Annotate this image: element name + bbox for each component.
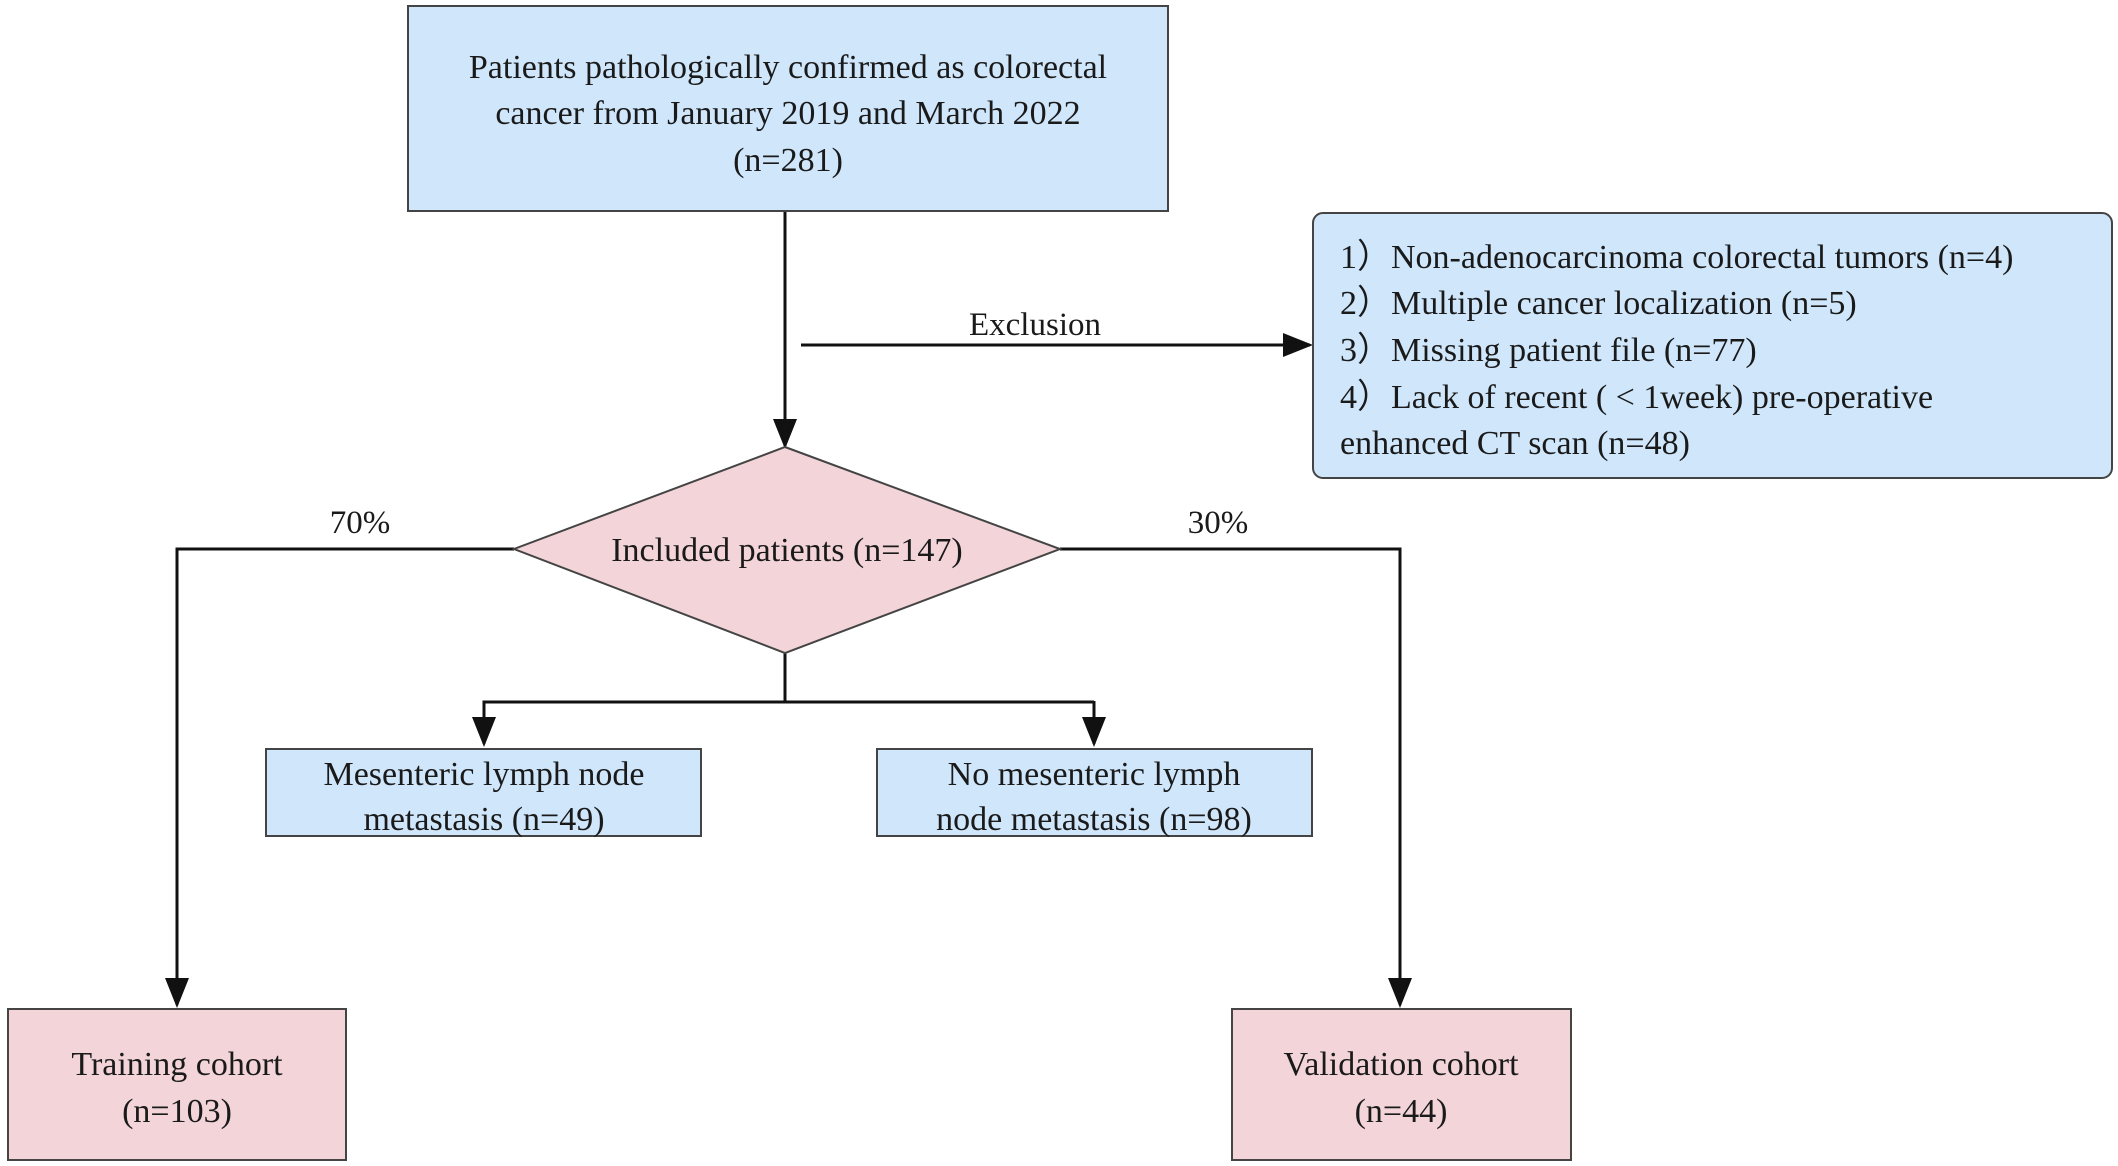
source-line-1: Patients pathologically confirmed as col… [469, 49, 1107, 86]
included-diamond: Included patients (n=147) [511, 445, 1063, 655]
source-box-shape [407, 5, 1169, 212]
split-connector [482, 653, 787, 744]
training-cohort-count: (n=103) [122, 1093, 232, 1130]
mln-negative-box: No mesenteric lymph node metastasis (n=9… [876, 748, 1313, 838]
exclusion-item-2: 2）Multiple cancer localization (n=5) [1340, 284, 1857, 322]
validation-cohort-count: (n=44) [1355, 1093, 1448, 1130]
left-split-label: 70% [330, 505, 391, 541]
exclusion-box: 1）Non-adenocarcinoma colorectal tumors (… [1312, 212, 2113, 479]
arrow-to-validation [1060, 547, 1412, 1008]
exclusion-label: Exclusion [969, 307, 1101, 343]
mln-negative-line-1: No mesenteric lymph [948, 756, 1241, 793]
exclusion-item-1: 1）Non-adenocarcinoma colorectal tumors (… [1340, 238, 2013, 276]
exclusion-box-shape [1312, 212, 2113, 479]
exclusion-item-4: 4）Lack of recent ( < 1week) pre-operativ… [1340, 378, 1933, 416]
included-diamond-shape [511, 445, 1063, 655]
mln-positive-line-2: metastasis (n=49) [363, 801, 604, 838]
validation-cohort-box-shape [1231, 1008, 1572, 1161]
source-box: Patients pathologically confirmed as col… [407, 5, 1169, 212]
source-line-2: cancer from January 2019 and March 2022 [495, 95, 1080, 132]
mln-positive-box: Mesenteric lymph node metastasis (n=49) [265, 748, 702, 838]
validation-cohort-box: Validation cohort (n=44) [1231, 1008, 1572, 1161]
mln-negative-line-2: node metastasis (n=98) [936, 801, 1252, 838]
training-cohort-box-shape [7, 1008, 347, 1161]
included-label: Included patients (n=147) [611, 532, 963, 569]
training-cohort-box: Training cohort (n=103) [7, 1008, 347, 1161]
exclusion-item-4-cont: enhanced CT scan (n=48) [1340, 425, 1690, 462]
mln-negative-box-shape [876, 748, 1313, 837]
connectors [165, 211, 1412, 1008]
right-split-label: 30% [1188, 505, 1249, 541]
arrow-to-training [165, 547, 514, 1008]
validation-cohort-title: Validation cohort [1283, 1046, 1519, 1083]
exclusion-item-3: 3）Missing patient file (n=77) [1340, 331, 1757, 369]
source-line-3: (n=281) [733, 142, 843, 179]
training-cohort-title: Training cohort [71, 1046, 283, 1083]
mln-positive-line-1: Mesenteric lymph node [323, 756, 644, 793]
mln-positive-box-shape [265, 748, 702, 837]
